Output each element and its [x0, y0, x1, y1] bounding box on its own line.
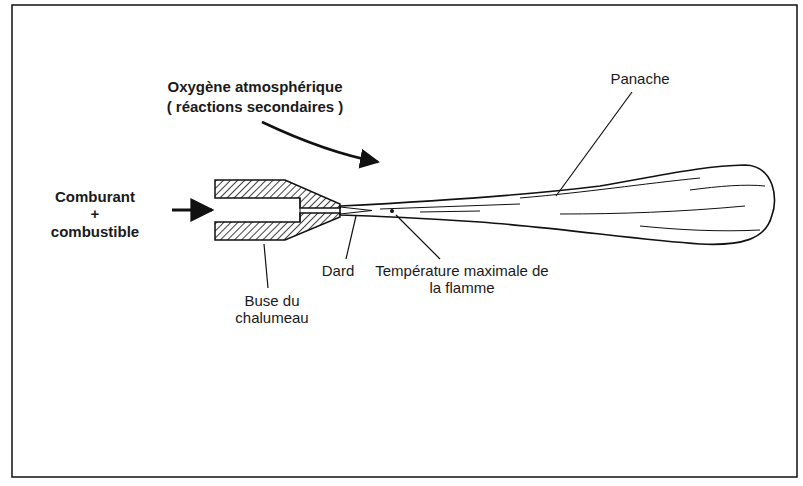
- frame: [12, 5, 797, 477]
- nozzle-wall: [215, 180, 340, 208]
- oxygen-arrow: [262, 122, 378, 162]
- leader-line: [264, 244, 268, 288]
- annotation-label: Température maximale de la flamme: [375, 262, 550, 297]
- nozzle-wall: [215, 213, 340, 240]
- annotation-label: ( réactions secondaires ): [167, 98, 344, 115]
- annotation-label: Oxygène atmosphérique: [167, 78, 342, 95]
- max-temp-point: [390, 209, 394, 213]
- part-label: Dard: [322, 262, 355, 279]
- leader-line: [556, 92, 632, 196]
- flame-plume: [340, 165, 775, 244]
- part-label: Buse du chalumeau: [235, 292, 308, 327]
- leader-line: [396, 215, 440, 259]
- input-label: Comburant + combustible: [51, 188, 139, 240]
- flame-streaks: [380, 178, 765, 231]
- input-arrow: [172, 209, 212, 212]
- dard-cone: [340, 207, 372, 214]
- nozzle-channel: [300, 198, 301, 222]
- leader-line: [346, 216, 356, 259]
- part-label: Panache: [610, 70, 669, 87]
